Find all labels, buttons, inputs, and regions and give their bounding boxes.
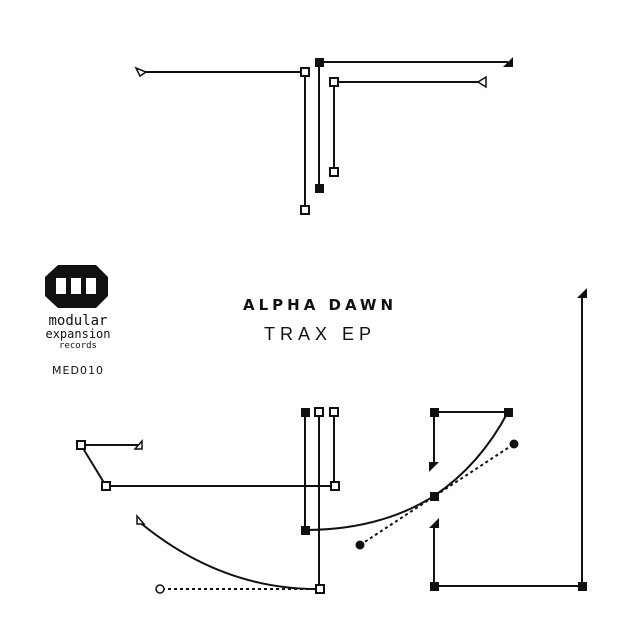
artist-name: ALPHA DAWN xyxy=(242,296,398,314)
top-lines xyxy=(134,57,513,215)
release-title: TRAX EP xyxy=(263,324,377,344)
label-name-line3: records xyxy=(59,341,97,351)
catalog-number: MED010 xyxy=(52,364,104,377)
label-name-line2: expansion xyxy=(45,327,111,341)
label-logo xyxy=(45,265,108,308)
bottom-lines xyxy=(76,288,587,594)
label-name-line1: modular xyxy=(48,313,108,329)
